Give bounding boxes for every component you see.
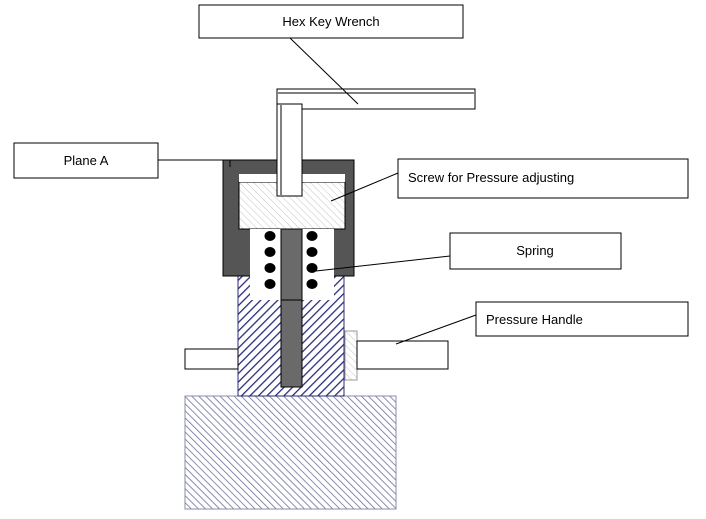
leader-plane-a <box>158 159 231 167</box>
spring-coil <box>264 231 276 241</box>
leader-hex-key-wrench <box>289 37 359 105</box>
leader-screw <box>330 172 399 202</box>
label-screw: Screw for Pressure adjusting <box>397 158 689 199</box>
leader-spring <box>315 255 451 272</box>
label-spring-text: Spring <box>516 243 554 258</box>
pressure-handle <box>356 340 449 370</box>
label-screw-text: Screw for Pressure adjusting <box>408 170 574 185</box>
label-plane-a-text: Plane A <box>64 153 109 168</box>
label-hex-key-wrench: Hex Key Wrench <box>198 4 464 39</box>
spring-coils <box>264 231 318 289</box>
spring-coil <box>306 263 318 273</box>
label-pressure-handle: Pressure Handle <box>475 301 689 337</box>
label-hex-key-wrench-text: Hex Key Wrench <box>282 14 379 29</box>
label-plane-a: Plane A <box>13 142 159 179</box>
hex-key-wrench <box>276 88 476 197</box>
spring-coil <box>306 231 318 241</box>
wrench-horizontal-arm <box>276 88 476 110</box>
label-pressure-handle-text: Pressure Handle <box>486 312 583 327</box>
leader-pressure-handle <box>395 314 477 345</box>
spring-coil <box>306 279 318 289</box>
pressure-handle-grip <box>344 330 358 381</box>
central-rod <box>280 228 303 388</box>
spring-coil <box>306 247 318 257</box>
left-handle-stub <box>184 348 239 370</box>
base-block <box>184 395 397 510</box>
label-spring: Spring <box>449 232 622 270</box>
spring-coil <box>264 263 276 273</box>
spring-coil <box>264 247 276 257</box>
spring-coil <box>264 279 276 289</box>
